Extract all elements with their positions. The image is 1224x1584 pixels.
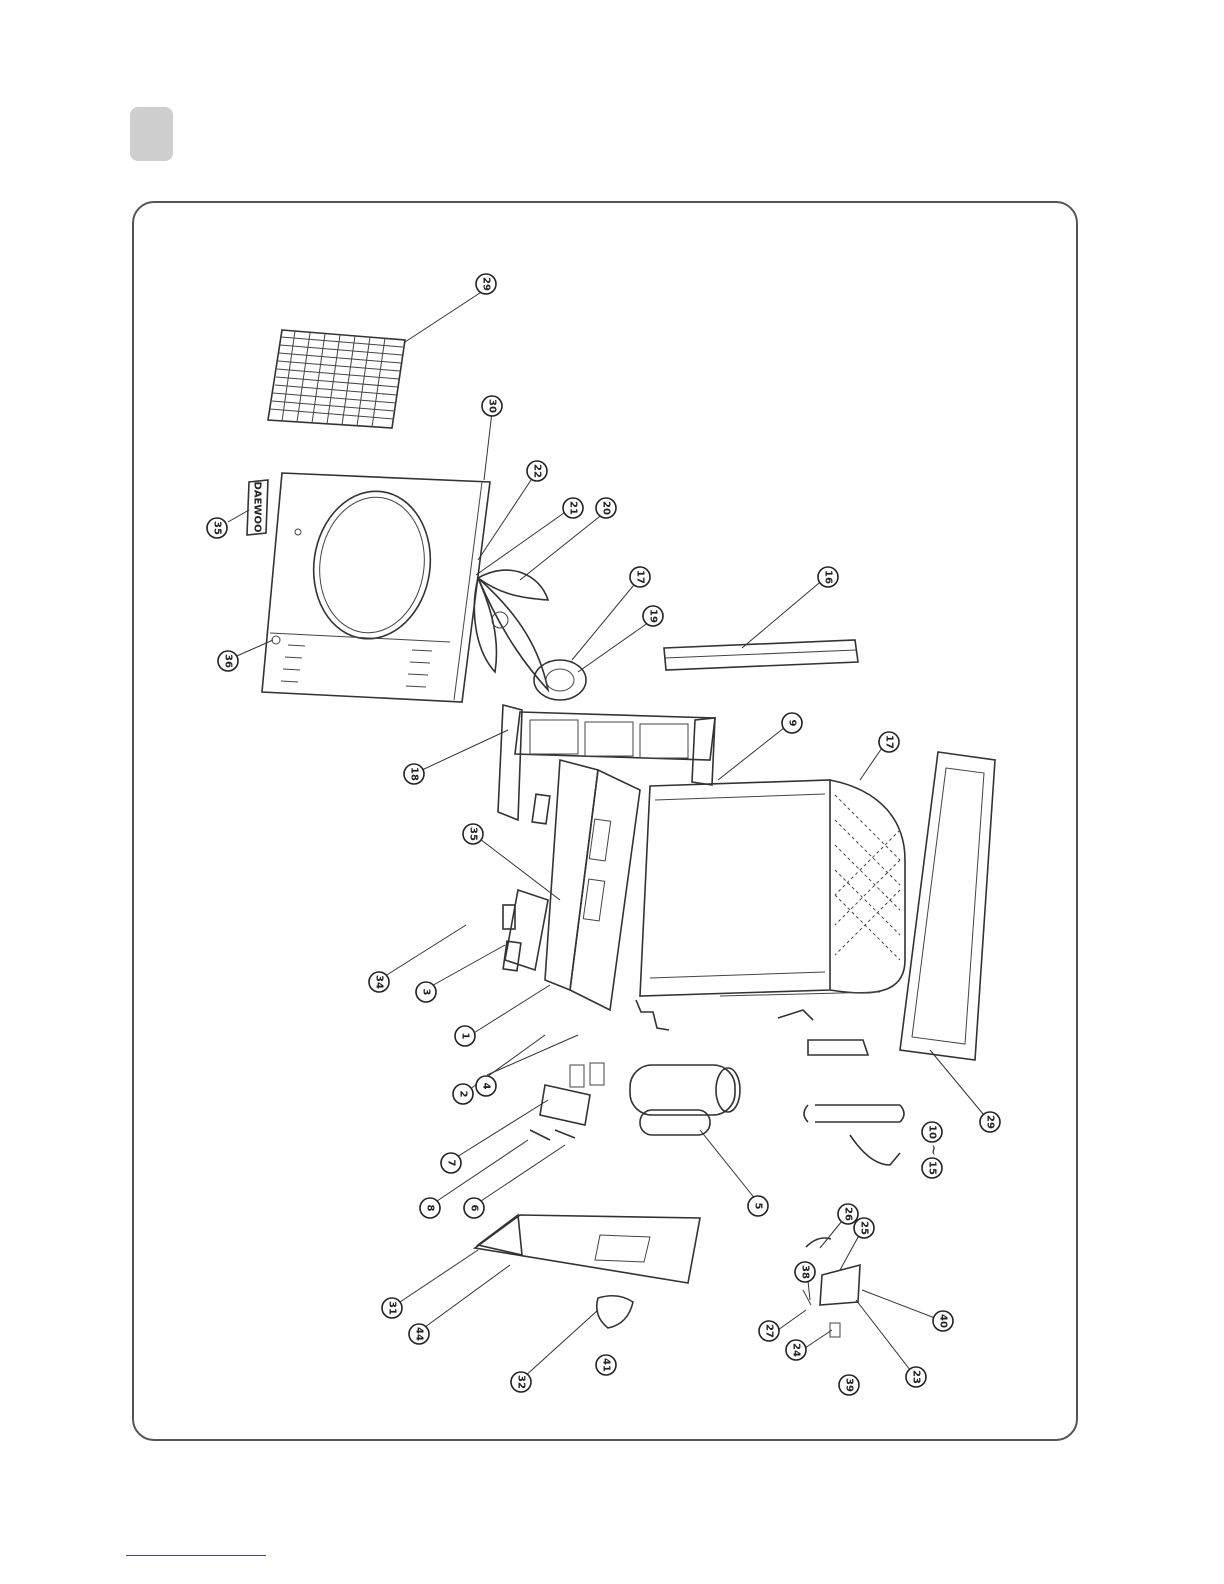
callout-label: 7 xyxy=(446,1160,457,1167)
callout-32: 32 xyxy=(511,1372,531,1392)
callout-label: 35 xyxy=(468,827,479,841)
callout-label: 25 xyxy=(859,1221,870,1235)
callout-label: 27 xyxy=(764,1324,775,1338)
callout-label: 16 xyxy=(823,570,834,584)
callout-label: 21 xyxy=(568,501,579,515)
callout-label: 20 xyxy=(601,501,612,515)
control-box xyxy=(803,1238,860,1337)
callout-39: 39 xyxy=(839,1375,859,1395)
callout-8: 8 xyxy=(420,1198,440,1218)
callout-label: 22 xyxy=(532,464,543,478)
callout-1: 1 xyxy=(455,1026,475,1046)
callout-2: 2 xyxy=(453,1084,473,1104)
callout-41: 41 xyxy=(596,1355,616,1375)
callout-label: 26 xyxy=(843,1207,854,1221)
callout-label: 31 xyxy=(387,1301,398,1315)
callout-4: 4 xyxy=(476,1076,496,1096)
callout-24: 24 xyxy=(786,1340,806,1360)
fan-motor xyxy=(534,660,586,700)
callout-label: 29 xyxy=(481,277,492,291)
callout-35: 35 xyxy=(207,518,227,538)
callout-label: 39 xyxy=(844,1378,855,1392)
callout-label: 15 xyxy=(927,1161,938,1175)
callout-18: 18 xyxy=(404,764,424,784)
terminal-bracket xyxy=(530,1063,604,1140)
callout-17: 17 xyxy=(630,567,650,587)
callout-25: 25 xyxy=(854,1218,874,1238)
partition-plate xyxy=(545,760,640,1010)
callout-label: 32 xyxy=(516,1375,527,1389)
callout-20: 20 xyxy=(596,498,616,518)
range-tilde-text: ~ xyxy=(925,1144,941,1156)
range-tilde: ~ xyxy=(925,1144,941,1156)
callout-label: 10 xyxy=(927,1125,938,1139)
callout-label: 9 xyxy=(787,720,798,727)
callout-21: 21 xyxy=(563,498,583,518)
callout-27: 27 xyxy=(759,1321,779,1341)
outdoor-grille xyxy=(268,330,405,428)
condenser-coil xyxy=(640,780,905,996)
callout-label: 18 xyxy=(409,767,420,781)
callout-label: 29 xyxy=(985,1115,996,1129)
callout-30: 30 xyxy=(482,396,502,416)
callout-3: 3 xyxy=(416,982,436,1002)
callout-label: 5 xyxy=(753,1203,764,1210)
compressor xyxy=(630,1065,740,1135)
callout-label: 24 xyxy=(791,1343,802,1357)
callout-29b: 29 xyxy=(980,1112,1000,1132)
callout-26: 26 xyxy=(838,1204,858,1224)
brand-badge: DAEWOO xyxy=(247,480,268,535)
drain-cap xyxy=(597,1296,633,1328)
callout-label: 17 xyxy=(635,570,646,584)
callout-15: 15 xyxy=(922,1158,942,1178)
callout-label: 30 xyxy=(487,399,498,413)
callout-10: 10 xyxy=(922,1122,942,1142)
callout-label: 4 xyxy=(481,1083,492,1090)
callout-7: 7 xyxy=(441,1153,461,1173)
callout-23: 23 xyxy=(906,1367,926,1387)
callout-label: 1 xyxy=(460,1033,471,1040)
callout-label: 19 xyxy=(648,609,659,623)
callout-label: 23 xyxy=(911,1370,922,1384)
rear-grille-frame xyxy=(900,752,995,1060)
callout-9: 9 xyxy=(782,713,802,733)
front-cabinet-panel xyxy=(262,473,490,702)
callout-label: 41 xyxy=(601,1358,612,1372)
connecting-pipes xyxy=(636,1000,904,1165)
callout-31: 31 xyxy=(382,1298,402,1318)
callout-label: 40 xyxy=(938,1314,949,1328)
callout-label: 2 xyxy=(458,1091,469,1098)
callout-38: 38 xyxy=(795,1262,815,1282)
callout-40: 40 xyxy=(933,1311,953,1331)
callout-35b: 35 xyxy=(463,824,483,844)
callout-label: 3 xyxy=(421,989,432,996)
callout-17b: 17 xyxy=(879,732,899,752)
brand-badge-text: DAEWOO xyxy=(252,482,263,533)
callout-label: 17 xyxy=(884,735,895,749)
callout-16: 16 xyxy=(818,567,838,587)
callout-5: 5 xyxy=(748,1196,768,1216)
motor-bracket xyxy=(498,705,715,820)
callout-label: 8 xyxy=(425,1205,436,1212)
callout-29a: 29 xyxy=(476,274,496,294)
callout-label: 35 xyxy=(212,521,223,535)
callout-36: 36 xyxy=(218,651,238,671)
callout-label: 44 xyxy=(414,1327,425,1341)
callout-label: 36 xyxy=(223,654,234,668)
callout-label: 38 xyxy=(800,1265,811,1279)
top-support-bar xyxy=(664,640,858,670)
base-pan xyxy=(475,1215,700,1283)
callout-22: 22 xyxy=(527,461,547,481)
callout-34: 34 xyxy=(369,972,389,992)
callout-label: 34 xyxy=(374,975,385,989)
callout-44: 44 xyxy=(409,1324,429,1344)
callout-19: 19 xyxy=(643,606,663,626)
callout-label: 6 xyxy=(469,1205,480,1212)
clip-parts xyxy=(503,794,550,971)
callout-6: 6 xyxy=(464,1198,484,1218)
